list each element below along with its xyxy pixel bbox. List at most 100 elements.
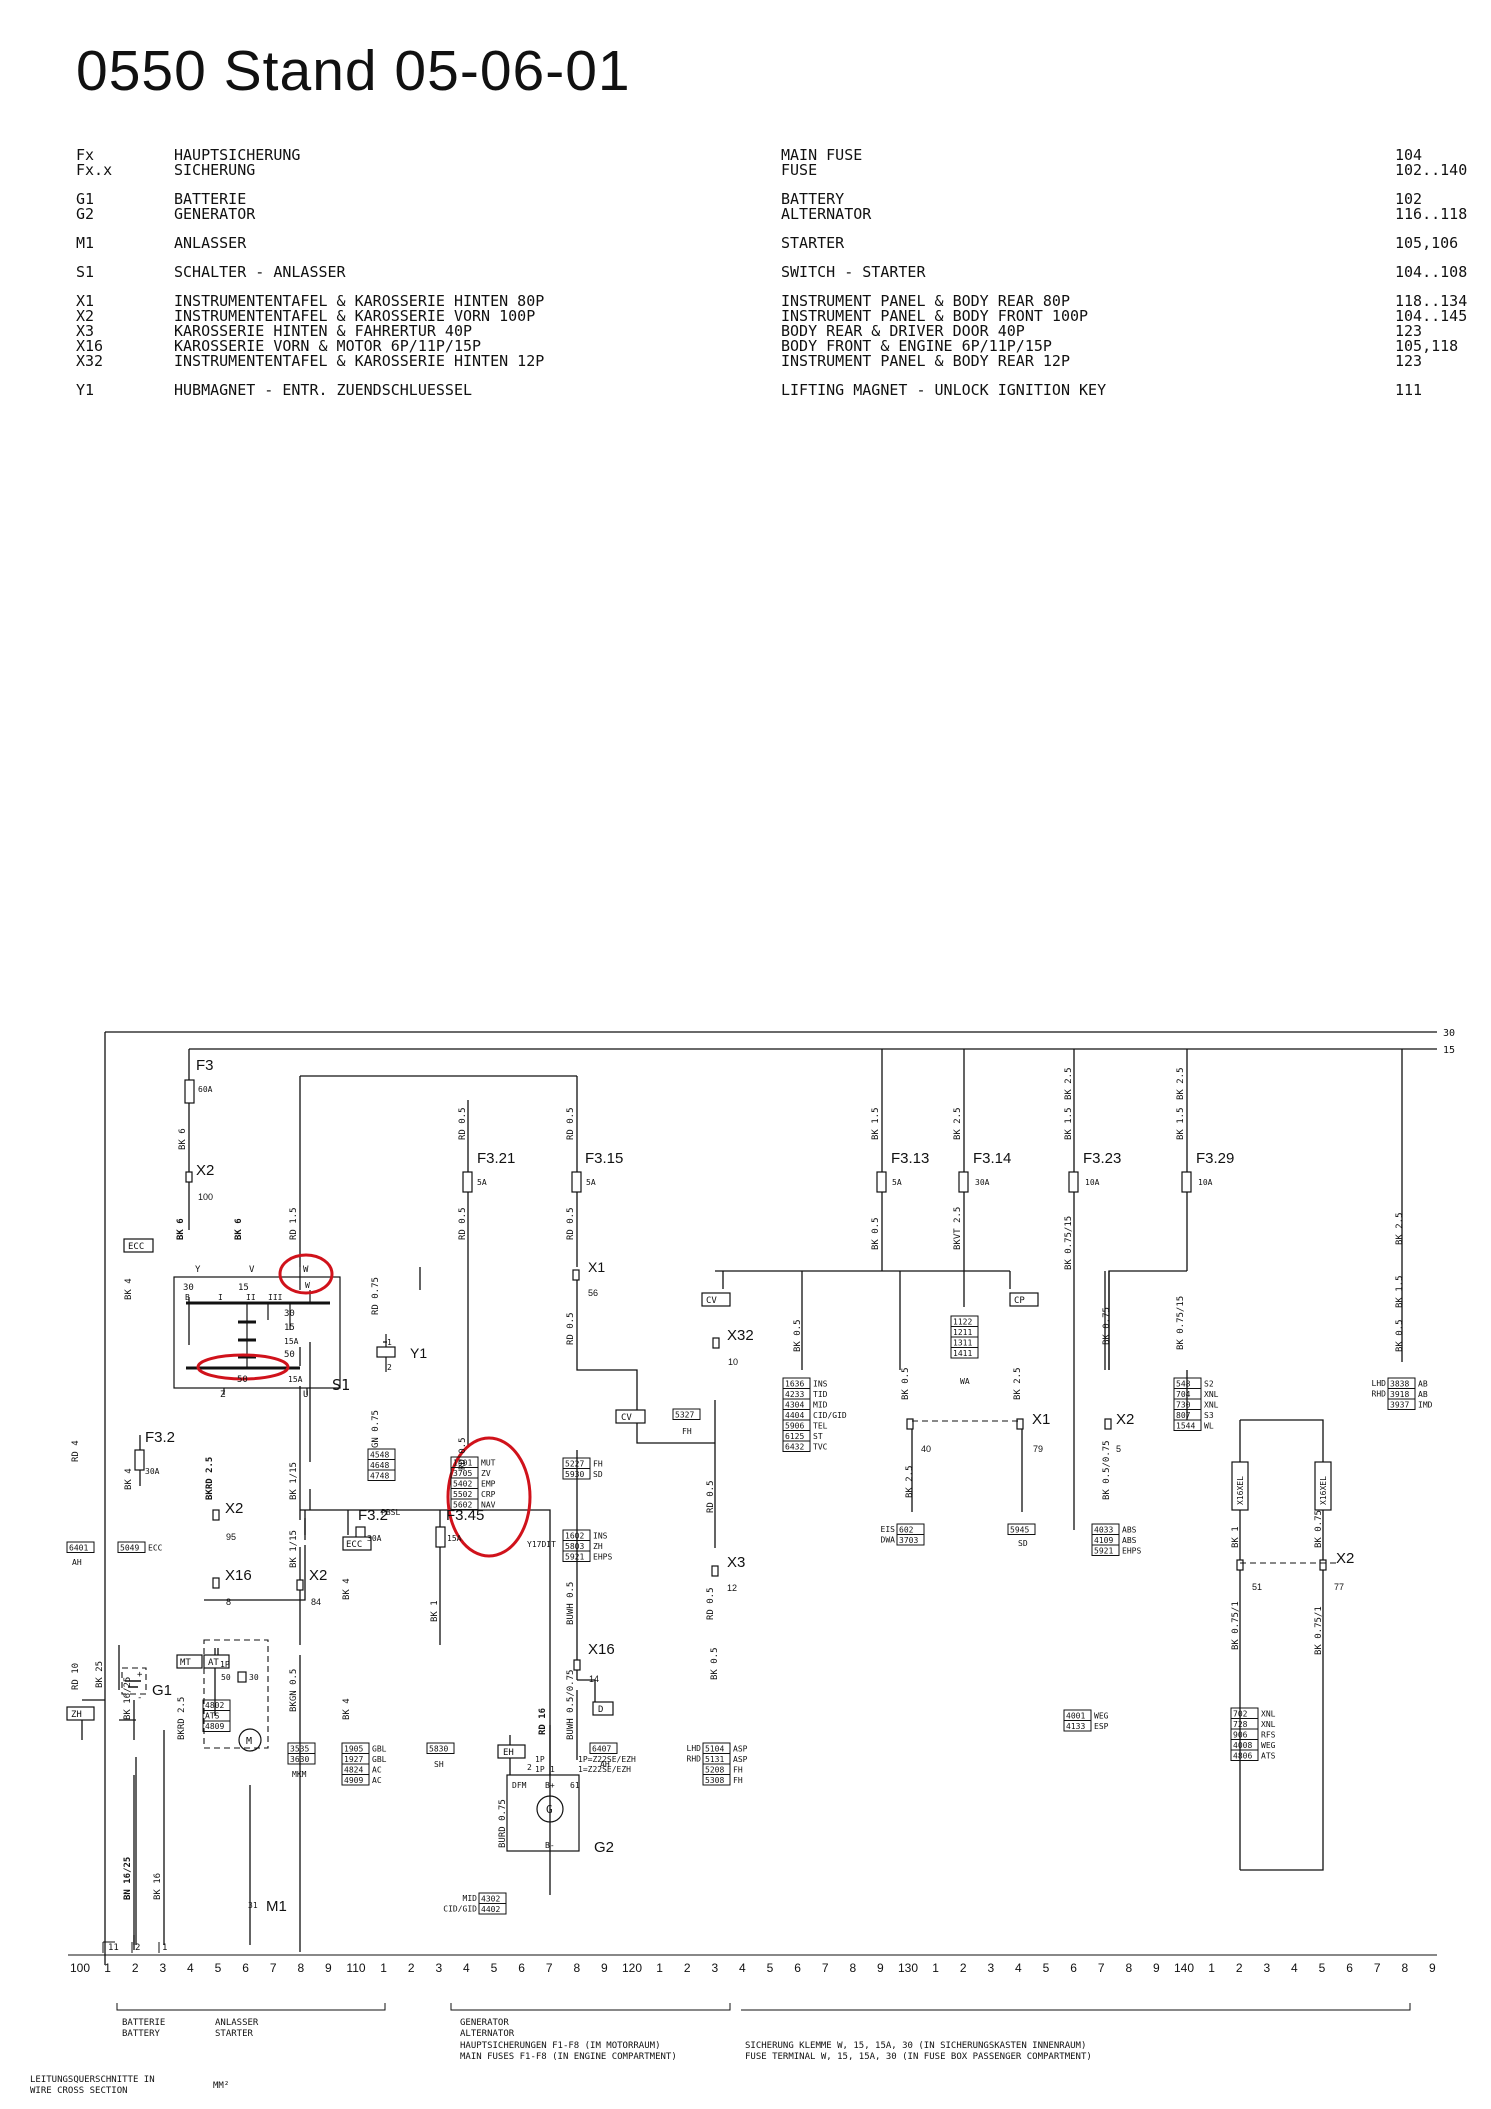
- code-cell: [341, 1774, 370, 1786]
- code-value: 1501: [453, 1459, 472, 1468]
- code-value: 4402: [481, 1905, 500, 1914]
- code-cell: [672, 1408, 701, 1420]
- scale-tick-label: 5: [215, 1961, 222, 1975]
- bottom-scale: [68, 1941, 1437, 1956]
- legend-code: G2: [76, 205, 95, 223]
- legend-en: LIFTING MAGNET - UNLOCK IGNITION KEY: [781, 381, 1107, 399]
- legend-page: 102: [1395, 190, 1423, 208]
- code-value: 4548: [370, 1451, 389, 1460]
- code-suffix: ATS: [1261, 1752, 1276, 1761]
- switch-terminal: W: [305, 1281, 310, 1290]
- connector-label: X2: [1336, 1550, 1354, 1567]
- component-box-label: ZH: [71, 1710, 82, 1720]
- scale-tick-label: 1: [932, 1961, 939, 1975]
- diagram-label: X16XEL: [1319, 1476, 1328, 1505]
- connector-label: X2: [196, 1162, 214, 1179]
- fuse-label: F3.13: [891, 1150, 929, 1167]
- legend-en: INSTRUMENT PANEL & BODY REAR 80P: [781, 292, 1070, 310]
- legend-en: BATTERY: [781, 190, 845, 208]
- code-value: 1602: [565, 1532, 584, 1541]
- fuse-label: F3.21: [477, 1150, 515, 1167]
- code-value: 3535: [290, 1745, 309, 1754]
- scale-tick-label: 7: [546, 1961, 553, 1975]
- code-value: 3705: [453, 1469, 472, 1478]
- fuse-label: F3.45: [446, 1507, 484, 1524]
- code-suffix: ST: [813, 1432, 823, 1441]
- code-cell: [202, 1720, 231, 1732]
- wire-spec: BK 0.5: [901, 1367, 911, 1400]
- switch-terminal: II: [246, 1293, 256, 1302]
- lifting-magnet-y1: [376, 1334, 396, 1372]
- scale-tick-label: 100: [70, 1961, 90, 1975]
- code-cell: [950, 1347, 979, 1359]
- legend-en: MAIN FUSE: [781, 146, 863, 164]
- legend-de: KAROSSERIE VORN & MOTOR 6P/11P/15P: [174, 337, 482, 355]
- wire-spec: RD 0.5: [458, 1107, 468, 1140]
- code-cell: [478, 1903, 507, 1915]
- code-value: 1905: [344, 1745, 363, 1754]
- connector-label: 12: [727, 1583, 737, 1593]
- wire-spec: RD 1.5: [289, 1207, 299, 1240]
- code-prefix: EIS: [881, 1525, 896, 1534]
- legend-de: SCHALTER - ANLASSER: [174, 263, 346, 281]
- code-suffix: MUT: [481, 1459, 496, 1468]
- legend-page: 123: [1395, 322, 1423, 340]
- code-value: 807: [1176, 1411, 1191, 1420]
- code-value: 5208: [705, 1766, 724, 1775]
- wire-spec: BK 4: [342, 1698, 352, 1720]
- code-value: 5104: [705, 1745, 724, 1754]
- labels: 3015F360AF3.215AF3.155AF3.135AF3.1430AF3…: [30, 1028, 1455, 2096]
- fuse-label: F3.15: [585, 1150, 623, 1167]
- code-value: 1636: [785, 1380, 804, 1389]
- highlight-circles: [196, 1253, 532, 1558]
- scale-tick-label: 8: [1125, 1961, 1132, 1975]
- caption: MAIN FUSES F1-F8 (IN ENGINE COMPARTMENT): [460, 2052, 677, 2062]
- legend-page: 111: [1395, 381, 1423, 399]
- wire-spec: BK 0.75/1: [1314, 1606, 1324, 1655]
- wire-spec: RD 0.5: [566, 1107, 576, 1140]
- starter-m1: [237, 1671, 262, 1752]
- code-value: 3918: [1390, 1390, 1409, 1399]
- switch-terminal: III: [268, 1293, 283, 1302]
- legend-code: X32: [76, 352, 104, 370]
- legend-page: 123: [1395, 352, 1423, 370]
- wire-spec: BKRD 2.5: [205, 1457, 215, 1500]
- scale-tick-label: 120: [622, 1961, 642, 1975]
- diagram-label: 11: [108, 1943, 119, 1953]
- caption: SICHERUNG KLEMME W, 15, 15A, 30 (IN SICH…: [745, 2041, 1086, 2051]
- caption-brackets: [116, 2003, 1411, 2011]
- legend-page: 104..108: [1395, 263, 1468, 281]
- legend-page: 105,118: [1395, 337, 1459, 355]
- connector-label: 40: [921, 1444, 931, 1454]
- scale-tick-label: 9: [1153, 1961, 1160, 1975]
- connector-label: X2: [309, 1567, 327, 1584]
- scale-tick-label: 6: [794, 1961, 801, 1975]
- legend-page: 102..140: [1395, 161, 1468, 179]
- switch-terminal: 30: [183, 1283, 194, 1293]
- scale-tick-label: 8: [573, 1961, 580, 1975]
- alternator-label: G2: [594, 1839, 614, 1856]
- diagram-label: SD: [1018, 1539, 1028, 1548]
- diagram-label: 2: [135, 1943, 140, 1953]
- wire-spec: BK 0.5: [1395, 1319, 1405, 1352]
- code-suffix: TID: [813, 1390, 828, 1399]
- legend-en: BODY REAR & DRIVER DOOR 40P: [781, 322, 1025, 340]
- wire-spec: BK 2.5: [1013, 1367, 1023, 1400]
- scale-tick-label: 140: [1174, 1961, 1194, 1975]
- wire-spec: BK 4: [342, 1578, 352, 1600]
- code-value: 1544: [1176, 1422, 1195, 1431]
- fuse-rating: 30A: [975, 1178, 990, 1187]
- scale-tick-label: 4: [739, 1961, 746, 1975]
- code-cell: [896, 1534, 925, 1546]
- connector-label: 79: [1033, 1444, 1043, 1454]
- code-prefix: RHD: [1372, 1390, 1387, 1399]
- wire-spec: BKGN 0.5: [289, 1669, 299, 1712]
- code-value: 5945: [1010, 1526, 1029, 1535]
- legend-page: 105,106: [1395, 234, 1459, 252]
- code-value: 1211: [953, 1328, 972, 1337]
- scale-tick-label: 4: [1015, 1961, 1022, 1975]
- component-box-label: EH: [503, 1748, 514, 1758]
